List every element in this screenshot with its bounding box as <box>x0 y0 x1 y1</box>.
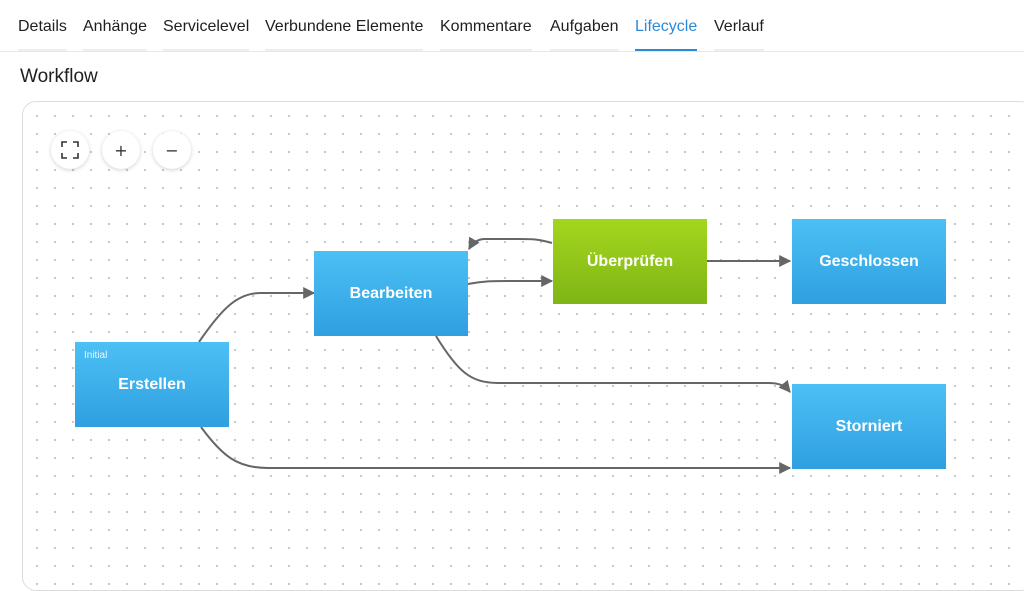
node-bearbeiten[interactable]: Bearbeiten <box>314 251 468 336</box>
tab-lifecycle[interactable]: Lifecycle <box>635 0 698 52</box>
tab-underline <box>18 49 67 51</box>
edge-ueberpruefen-bearbeiten[interactable] <box>468 236 553 251</box>
edge-bearbeiten-storniert[interactable] <box>435 335 791 393</box>
tab-underline <box>550 49 619 51</box>
tab-underline <box>83 49 148 51</box>
tab-underline <box>714 49 764 51</box>
minus-icon: − <box>165 140 179 160</box>
tab-aufgaben[interactable]: Aufgaben <box>550 0 619 52</box>
edge-erstellen-storniert[interactable] <box>200 426 792 474</box>
fit-view-button[interactable] <box>51 131 89 169</box>
edge-bearbeiten-ueberpruefen[interactable] <box>467 275 554 287</box>
node-storniert[interactable]: Storniert <box>792 384 946 469</box>
tab-underline <box>265 49 424 51</box>
tab-underline <box>635 49 698 51</box>
tab-label: Lifecycle <box>635 18 698 35</box>
tab-label: Servicelevel <box>163 18 250 35</box>
tab-underline <box>163 49 250 51</box>
node-erstellen[interactable]: Initial Erstellen <box>75 342 229 427</box>
workflow-canvas[interactable]: + − Initial Erstellen Bearbeiten Überprü… <box>22 101 1024 591</box>
tab-underline <box>440 49 532 51</box>
node-ueberpruefen[interactable]: Überprüfen <box>553 219 707 304</box>
workflow-edges <box>198 236 792 474</box>
edge-erstellen-bearbeiten[interactable] <box>198 287 316 343</box>
tab-bar: Details Anhänge Servicelevel Verbundene … <box>0 0 1024 52</box>
tab-label: Verlauf <box>714 18 764 35</box>
plus-icon: + <box>114 140 128 160</box>
tab-label: Anhänge <box>83 18 148 35</box>
tab-verlauf[interactable]: Verlauf <box>714 0 764 52</box>
tab-label: Details <box>18 18 67 35</box>
tab-verbundene-elemente[interactable]: Verbundene Elemente <box>265 0 424 52</box>
tab-servicelevel[interactable]: Servicelevel <box>163 0 250 52</box>
tab-label: Verbundene Elemente <box>265 18 424 35</box>
tab-label: Kommentare <box>440 18 532 35</box>
node-label: Storniert <box>835 417 903 435</box>
node-label: Erstellen <box>118 375 186 393</box>
node-label: Geschlossen <box>819 252 919 270</box>
tab-anhaenge[interactable]: Anhänge <box>83 0 148 52</box>
tab-label: Aufgaben <box>550 18 619 35</box>
section-title: Workflow <box>20 66 98 87</box>
initial-badge: Initial <box>84 350 108 361</box>
tab-details[interactable]: Details <box>18 0 67 52</box>
node-label: Bearbeiten <box>349 284 433 302</box>
node-label: Überprüfen <box>586 252 674 270</box>
zoom-out-button[interactable]: − <box>153 131 191 169</box>
node-geschlossen[interactable]: Geschlossen <box>792 219 946 304</box>
tab-kommentare[interactable]: Kommentare <box>440 0 532 52</box>
zoom-in-button[interactable]: + <box>102 131 140 169</box>
fit-view-icon <box>61 141 79 159</box>
